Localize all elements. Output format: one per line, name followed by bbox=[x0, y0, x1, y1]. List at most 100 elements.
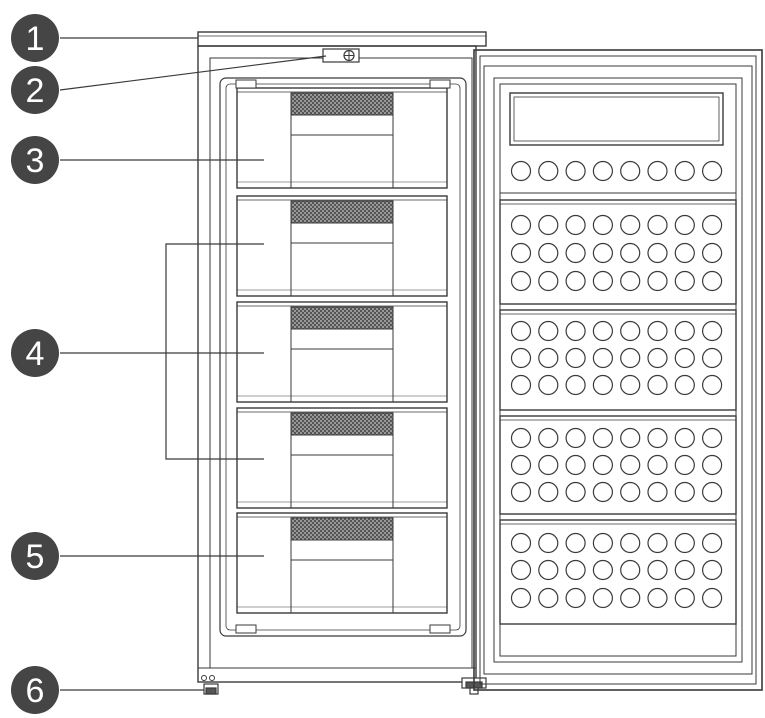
egg-hole bbox=[538, 347, 559, 369]
egg-hole bbox=[674, 214, 695, 236]
egg-hole bbox=[620, 481, 641, 503]
egg-hole bbox=[647, 320, 668, 342]
egg-hole bbox=[565, 214, 586, 236]
egg-hole bbox=[538, 160, 559, 182]
egg-hole bbox=[701, 427, 723, 449]
leader-2 bbox=[59, 55, 327, 91]
egg-hole bbox=[565, 559, 586, 581]
drawer bbox=[236, 301, 448, 403]
door bbox=[473, 49, 763, 691]
egg-hole bbox=[510, 454, 532, 476]
egg-hole bbox=[647, 481, 668, 503]
egg-hole bbox=[565, 427, 586, 449]
egg-hole bbox=[592, 270, 614, 292]
egg-hole bbox=[510, 587, 532, 609]
door-shelf bbox=[499, 519, 737, 625]
egg-hole bbox=[510, 270, 532, 292]
egg-hole bbox=[538, 532, 559, 554]
egg-hole bbox=[647, 587, 668, 609]
callout-number: 6 bbox=[26, 672, 45, 710]
egg-hole bbox=[647, 270, 668, 292]
egg-hole bbox=[647, 214, 668, 236]
egg-hole bbox=[620, 214, 641, 236]
egg-hole bbox=[538, 559, 559, 581]
egg-hole bbox=[620, 242, 641, 264]
drawer-handle-mesh bbox=[290, 92, 394, 116]
egg-hole bbox=[620, 454, 641, 476]
egg-hole bbox=[620, 532, 641, 554]
egg-hole bbox=[538, 374, 559, 396]
egg-hole bbox=[674, 559, 695, 581]
egg-hole bbox=[565, 270, 586, 292]
drawer-handle-mesh bbox=[290, 306, 394, 330]
callout-number: 5 bbox=[26, 538, 45, 576]
egg-hole bbox=[510, 160, 532, 182]
egg-hole bbox=[647, 160, 668, 182]
callout-leaders bbox=[59, 37, 327, 691]
egg-hole bbox=[565, 454, 586, 476]
callout-markers: 1 2 3 4 5 6 bbox=[11, 14, 59, 714]
callout-circle bbox=[11, 532, 59, 580]
egg-hole bbox=[565, 242, 586, 264]
door-outer bbox=[473, 49, 763, 691]
egg-hole bbox=[510, 532, 532, 554]
egg-hole bbox=[592, 214, 614, 236]
egg-hole bbox=[674, 374, 695, 396]
egg-hole bbox=[510, 214, 532, 236]
callout-circle bbox=[11, 136, 59, 184]
callout-3: 3 bbox=[11, 136, 59, 184]
egg-hole bbox=[701, 242, 723, 264]
egg-hole bbox=[701, 587, 723, 609]
egg-hole bbox=[701, 160, 723, 182]
callout-number: 3 bbox=[26, 142, 45, 180]
callout-circle bbox=[11, 666, 59, 714]
egg-hole bbox=[565, 587, 586, 609]
egg-hole bbox=[620, 320, 641, 342]
egg-hole bbox=[592, 454, 614, 476]
callout-circle bbox=[11, 329, 59, 377]
callout-number: 4 bbox=[26, 335, 45, 373]
egg-hole bbox=[674, 160, 695, 182]
egg-hole bbox=[647, 427, 668, 449]
egg-hole bbox=[620, 587, 641, 609]
egg-hole bbox=[647, 559, 668, 581]
egg-hole bbox=[565, 374, 586, 396]
callout-6: 6 bbox=[11, 666, 59, 714]
top-cover bbox=[197, 31, 487, 47]
door-shelf bbox=[499, 309, 737, 411]
door-shelves bbox=[499, 160, 737, 625]
egg-hole bbox=[701, 320, 723, 342]
egg-hole bbox=[674, 454, 695, 476]
egg-hole bbox=[674, 481, 695, 503]
egg-hole bbox=[592, 481, 614, 503]
egg-hole bbox=[538, 454, 559, 476]
callout-number: 2 bbox=[26, 72, 45, 110]
egg-hole bbox=[592, 320, 614, 342]
adjustable-feet bbox=[203, 677, 487, 695]
door-display-panel bbox=[509, 92, 724, 146]
egg-hole bbox=[701, 214, 723, 236]
egg-hole bbox=[620, 160, 641, 182]
thermostat-knob bbox=[322, 48, 360, 63]
callout-number: 1 bbox=[26, 20, 45, 58]
door-hole-row bbox=[510, 160, 723, 182]
egg-hole bbox=[538, 587, 559, 609]
egg-hole bbox=[592, 587, 614, 609]
egg-hole bbox=[592, 242, 614, 264]
egg-hole bbox=[538, 481, 559, 503]
egg-hole bbox=[620, 374, 641, 396]
egg-hole bbox=[620, 559, 641, 581]
egg-hole bbox=[674, 532, 695, 554]
callout-circle bbox=[11, 14, 59, 62]
cabinet-body bbox=[197, 45, 477, 683]
egg-hole bbox=[647, 242, 668, 264]
drawer-stack bbox=[235, 79, 451, 634]
egg-hole bbox=[538, 270, 559, 292]
egg-hole bbox=[565, 481, 586, 503]
egg-hole bbox=[565, 320, 586, 342]
egg-hole bbox=[701, 347, 723, 369]
egg-hole bbox=[510, 374, 532, 396]
egg-hole bbox=[565, 347, 586, 369]
egg-hole bbox=[674, 270, 695, 292]
egg-hole bbox=[674, 587, 695, 609]
